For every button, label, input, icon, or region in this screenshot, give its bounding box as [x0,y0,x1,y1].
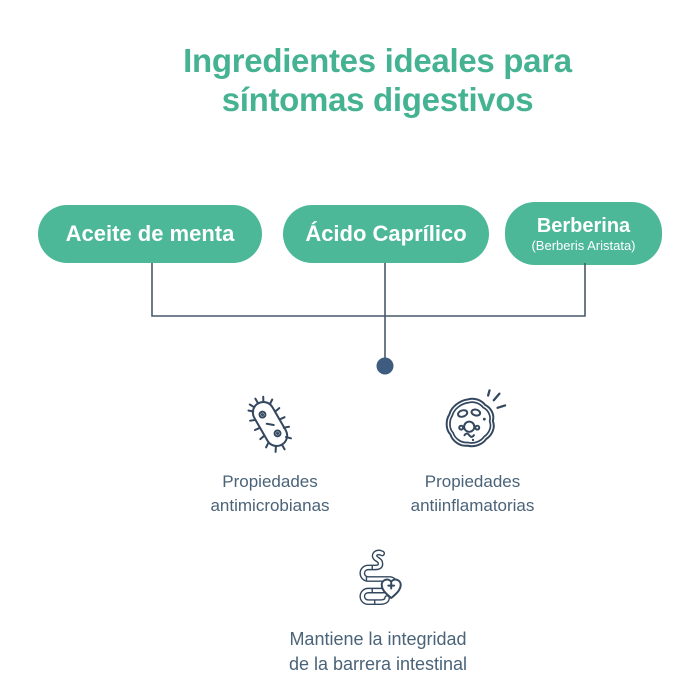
cell-icon [445,389,506,448]
page-title-line1: Ingredientes ideales para [183,42,572,79]
ingredient-sublabel: (Berberis Aristata) [531,237,636,253]
property-antiinflammatory: Propiedades antiinflamatorias [380,388,565,518]
ingredient-label: Berberina [536,214,631,237]
property-label-line1: Propiedades [222,472,318,491]
property-label-line2: antimicrobianas [210,496,330,515]
outcome-label-line1: Mantiene la integridad [289,629,467,649]
ingredient-label: Ácido Caprílico [305,221,467,246]
property-label: Propiedades antimicrobianas [180,470,360,518]
property-antimicrobial: Propiedades antimicrobianas [180,392,360,518]
intestine-heart-icon [359,549,402,605]
outcome-intestinal-barrier: Mantiene la integridad de la barrera int… [258,546,498,677]
ingredient-label: Aceite de menta [65,221,235,246]
ingredient-pill-berberina: Berberina (Berberis Aristata) [505,202,662,265]
page-title-line2: síntomas digestivos [221,81,534,118]
connector-dot [376,357,394,375]
outcome-label-line2: de la barrera intestinal [288,654,468,674]
property-label-line1: Propiedades [424,472,521,491]
page-title: Ingredientes ideales para síntomas diges… [55,41,700,119]
property-label-line2: antiinflamatorias [410,496,535,515]
outcome-label: Mantiene la integridad de la barrera int… [258,627,498,677]
bacteria-icon [247,395,292,453]
property-label: Propiedades antiinflamatorias [380,470,565,518]
ingredient-pill-acido-caprilico: Ácido Caprílico [283,205,489,263]
ingredient-pill-aceite-de-menta: Aceite de menta [38,205,262,263]
